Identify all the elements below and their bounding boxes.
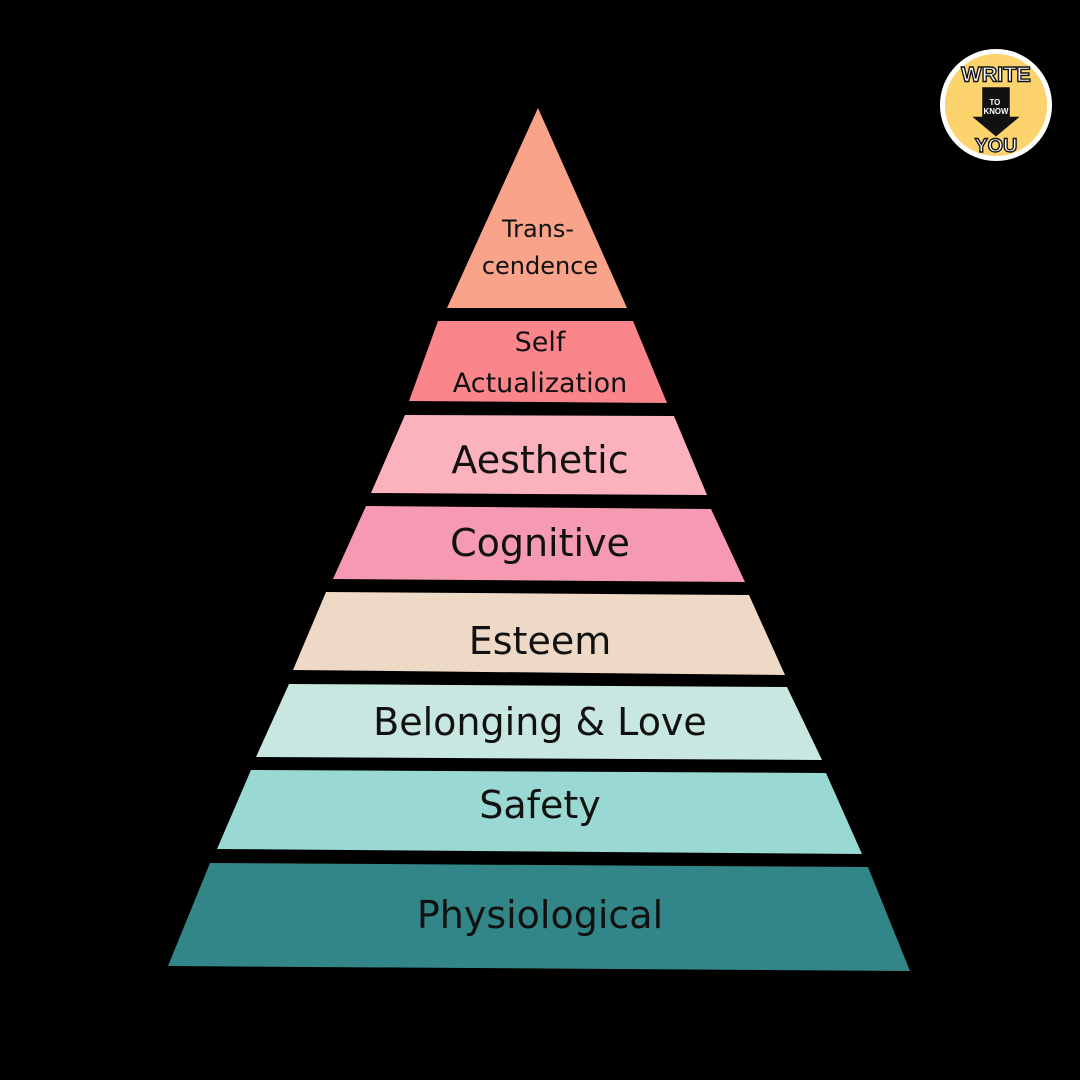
level-transcendence-label-line1: Trans- — [501, 215, 574, 243]
level-cognitive-label: Cognitive — [450, 521, 630, 565]
level-safety-shape — [217, 770, 862, 854]
level-safety-label: Safety — [479, 783, 601, 827]
level-esteem-label: Esteem — [469, 619, 611, 663]
write-to-know-you-logo: WRITE TO KNOW YOU — [937, 46, 1055, 164]
level-aesthetic: Aesthetic — [371, 415, 707, 495]
level-belonging-love-shape — [256, 684, 822, 760]
level-aesthetic-shape — [371, 415, 707, 495]
level-cognitive: Cognitive — [333, 506, 745, 582]
logo-badge: WRITE TO KNOW YOU — [939, 48, 1053, 162]
logo-middle-text: TO KNOW — [984, 98, 1009, 116]
level-self-actualization: Self Actualization — [409, 321, 667, 403]
level-physiological: Physiological — [168, 863, 910, 971]
level-self-actualization-label-line1: Self — [515, 327, 567, 358]
level-belonging-love-label: Belonging & Love — [373, 700, 707, 744]
level-self-actualization-label-line2: Actualization — [453, 368, 628, 399]
level-transcendence: Trans- cendence — [447, 108, 627, 308]
level-physiological-label: Physiological — [417, 893, 663, 937]
logo-arrow-icon — [972, 87, 1020, 137]
level-physiological-shape — [168, 863, 910, 971]
level-self-actualization-shape — [409, 321, 667, 403]
level-safety: Safety — [217, 770, 862, 854]
level-esteem: Esteem — [293, 592, 785, 675]
logo-top-text: WRITE — [961, 61, 1031, 86]
level-transcendence-label-line2: cendence — [482, 252, 598, 280]
level-transcendence-shape — [447, 108, 627, 308]
logo-bottom-text: YOU — [975, 135, 1018, 157]
level-esteem-shape — [293, 592, 785, 675]
level-aesthetic-label: Aesthetic — [451, 438, 628, 482]
level-cognitive-shape — [333, 506, 745, 582]
level-belonging-love: Belonging & Love — [256, 684, 822, 760]
